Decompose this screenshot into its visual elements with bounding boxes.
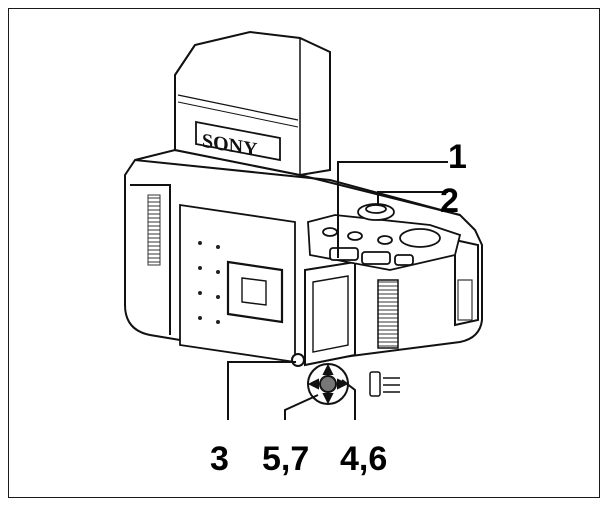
callout-1: 1	[448, 138, 467, 176]
leader-57	[285, 395, 318, 420]
side-grille	[378, 280, 398, 348]
back-panel	[180, 205, 295, 362]
callout-3: 3	[210, 440, 229, 478]
side-switch	[370, 372, 400, 396]
callout-2: 2	[440, 182, 459, 220]
callout-46: 4,6	[340, 440, 387, 478]
lcd-screen	[305, 262, 355, 365]
callout-57: 5,7	[262, 440, 309, 478]
